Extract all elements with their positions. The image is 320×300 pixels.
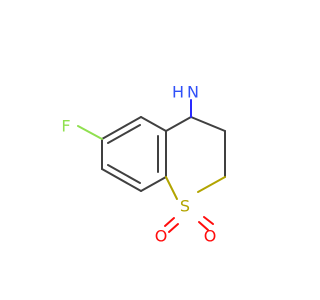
sulfur-label: S <box>180 197 190 216</box>
bond-c6-f <box>77 125 103 140</box>
bond-c4-c3 <box>190 116 226 132</box>
bond-s-o1b <box>164 217 175 227</box>
aromatic-ring <box>101 116 167 192</box>
bond-c6-c7 <box>140 116 167 132</box>
oxygen-label-2: O <box>204 227 217 246</box>
bond-s-c7a <box>165 176 178 200</box>
molecule-structure: F H N S O O <box>61 83 226 246</box>
bond-s-o1 <box>168 223 179 233</box>
fluorine-label: F <box>61 117 70 136</box>
bond-double-1 <box>107 124 141 144</box>
bond-c7-c4 <box>165 116 192 132</box>
bond-c2-s <box>197 176 226 193</box>
bond-c5-c6 <box>101 116 142 140</box>
bond-c7a-c8 <box>140 176 167 192</box>
thiopyran-ring <box>165 116 226 200</box>
bond-s-o2b <box>203 216 214 225</box>
amine-h-label: H <box>172 83 184 102</box>
oxygen-label-1: O <box>155 227 168 246</box>
molecule-canvas: F H N S O O <box>61 83 226 246</box>
bond-double-3 <box>107 164 141 184</box>
bond-s-o2 <box>198 221 209 231</box>
bond-c8-c9 <box>101 168 142 192</box>
amine-n-label: N <box>187 83 199 102</box>
